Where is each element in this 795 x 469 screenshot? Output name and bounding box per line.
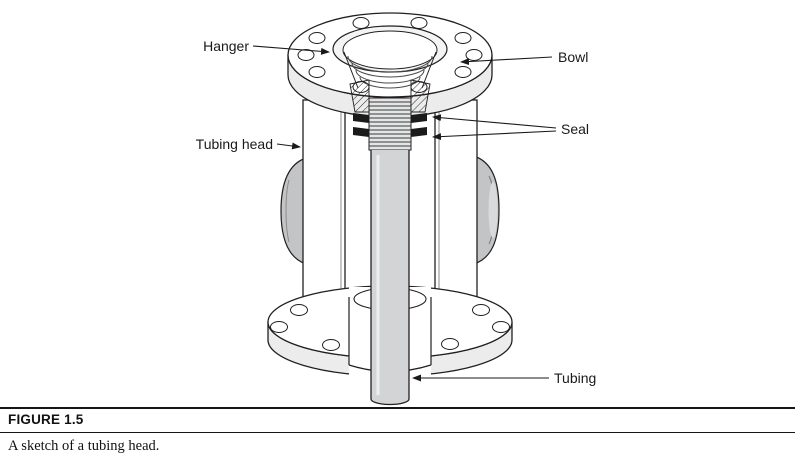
bottom-flange-bolt-holes <box>270 304 510 351</box>
tubing-label: Tubing <box>554 370 597 386</box>
seal-upper-right <box>411 113 427 123</box>
leader-seal-upper <box>432 114 557 129</box>
tubing-threads <box>368 97 412 151</box>
side-outlet-right <box>473 155 500 265</box>
figure-id: FIGURE 1.5 <box>8 412 84 427</box>
leader-hanger <box>252 45 330 55</box>
tubing-pipe <box>370 150 410 406</box>
seal-lower-right <box>411 127 427 137</box>
leader-tubing-head <box>276 142 301 150</box>
side-outlet-left <box>280 157 307 265</box>
bowl-rim-inner <box>342 30 438 70</box>
seal-label: Seal <box>561 121 590 137</box>
hanger-cross-section <box>349 79 431 113</box>
leader-seal-lower <box>432 130 557 141</box>
leader-arrows <box>252 45 557 382</box>
seals <box>353 113 427 137</box>
body-wall-right <box>434 99 478 311</box>
hanger-label: Hanger <box>203 38 249 54</box>
figure-rule-mid <box>0 432 795 433</box>
tubing-head-diagram <box>252 12 557 406</box>
leader-bowl <box>460 56 553 66</box>
tubing-head-label: Tubing head <box>195 136 273 152</box>
seal-upper-left <box>353 113 369 123</box>
figure-rule-top <box>0 407 795 409</box>
body-wall-left <box>302 99 346 311</box>
top-flange <box>287 12 493 118</box>
bowl-label: Bowl <box>558 49 589 65</box>
figure-caption: A sketch of a tubing head. <box>8 438 160 454</box>
seal-lower-left <box>353 127 369 137</box>
